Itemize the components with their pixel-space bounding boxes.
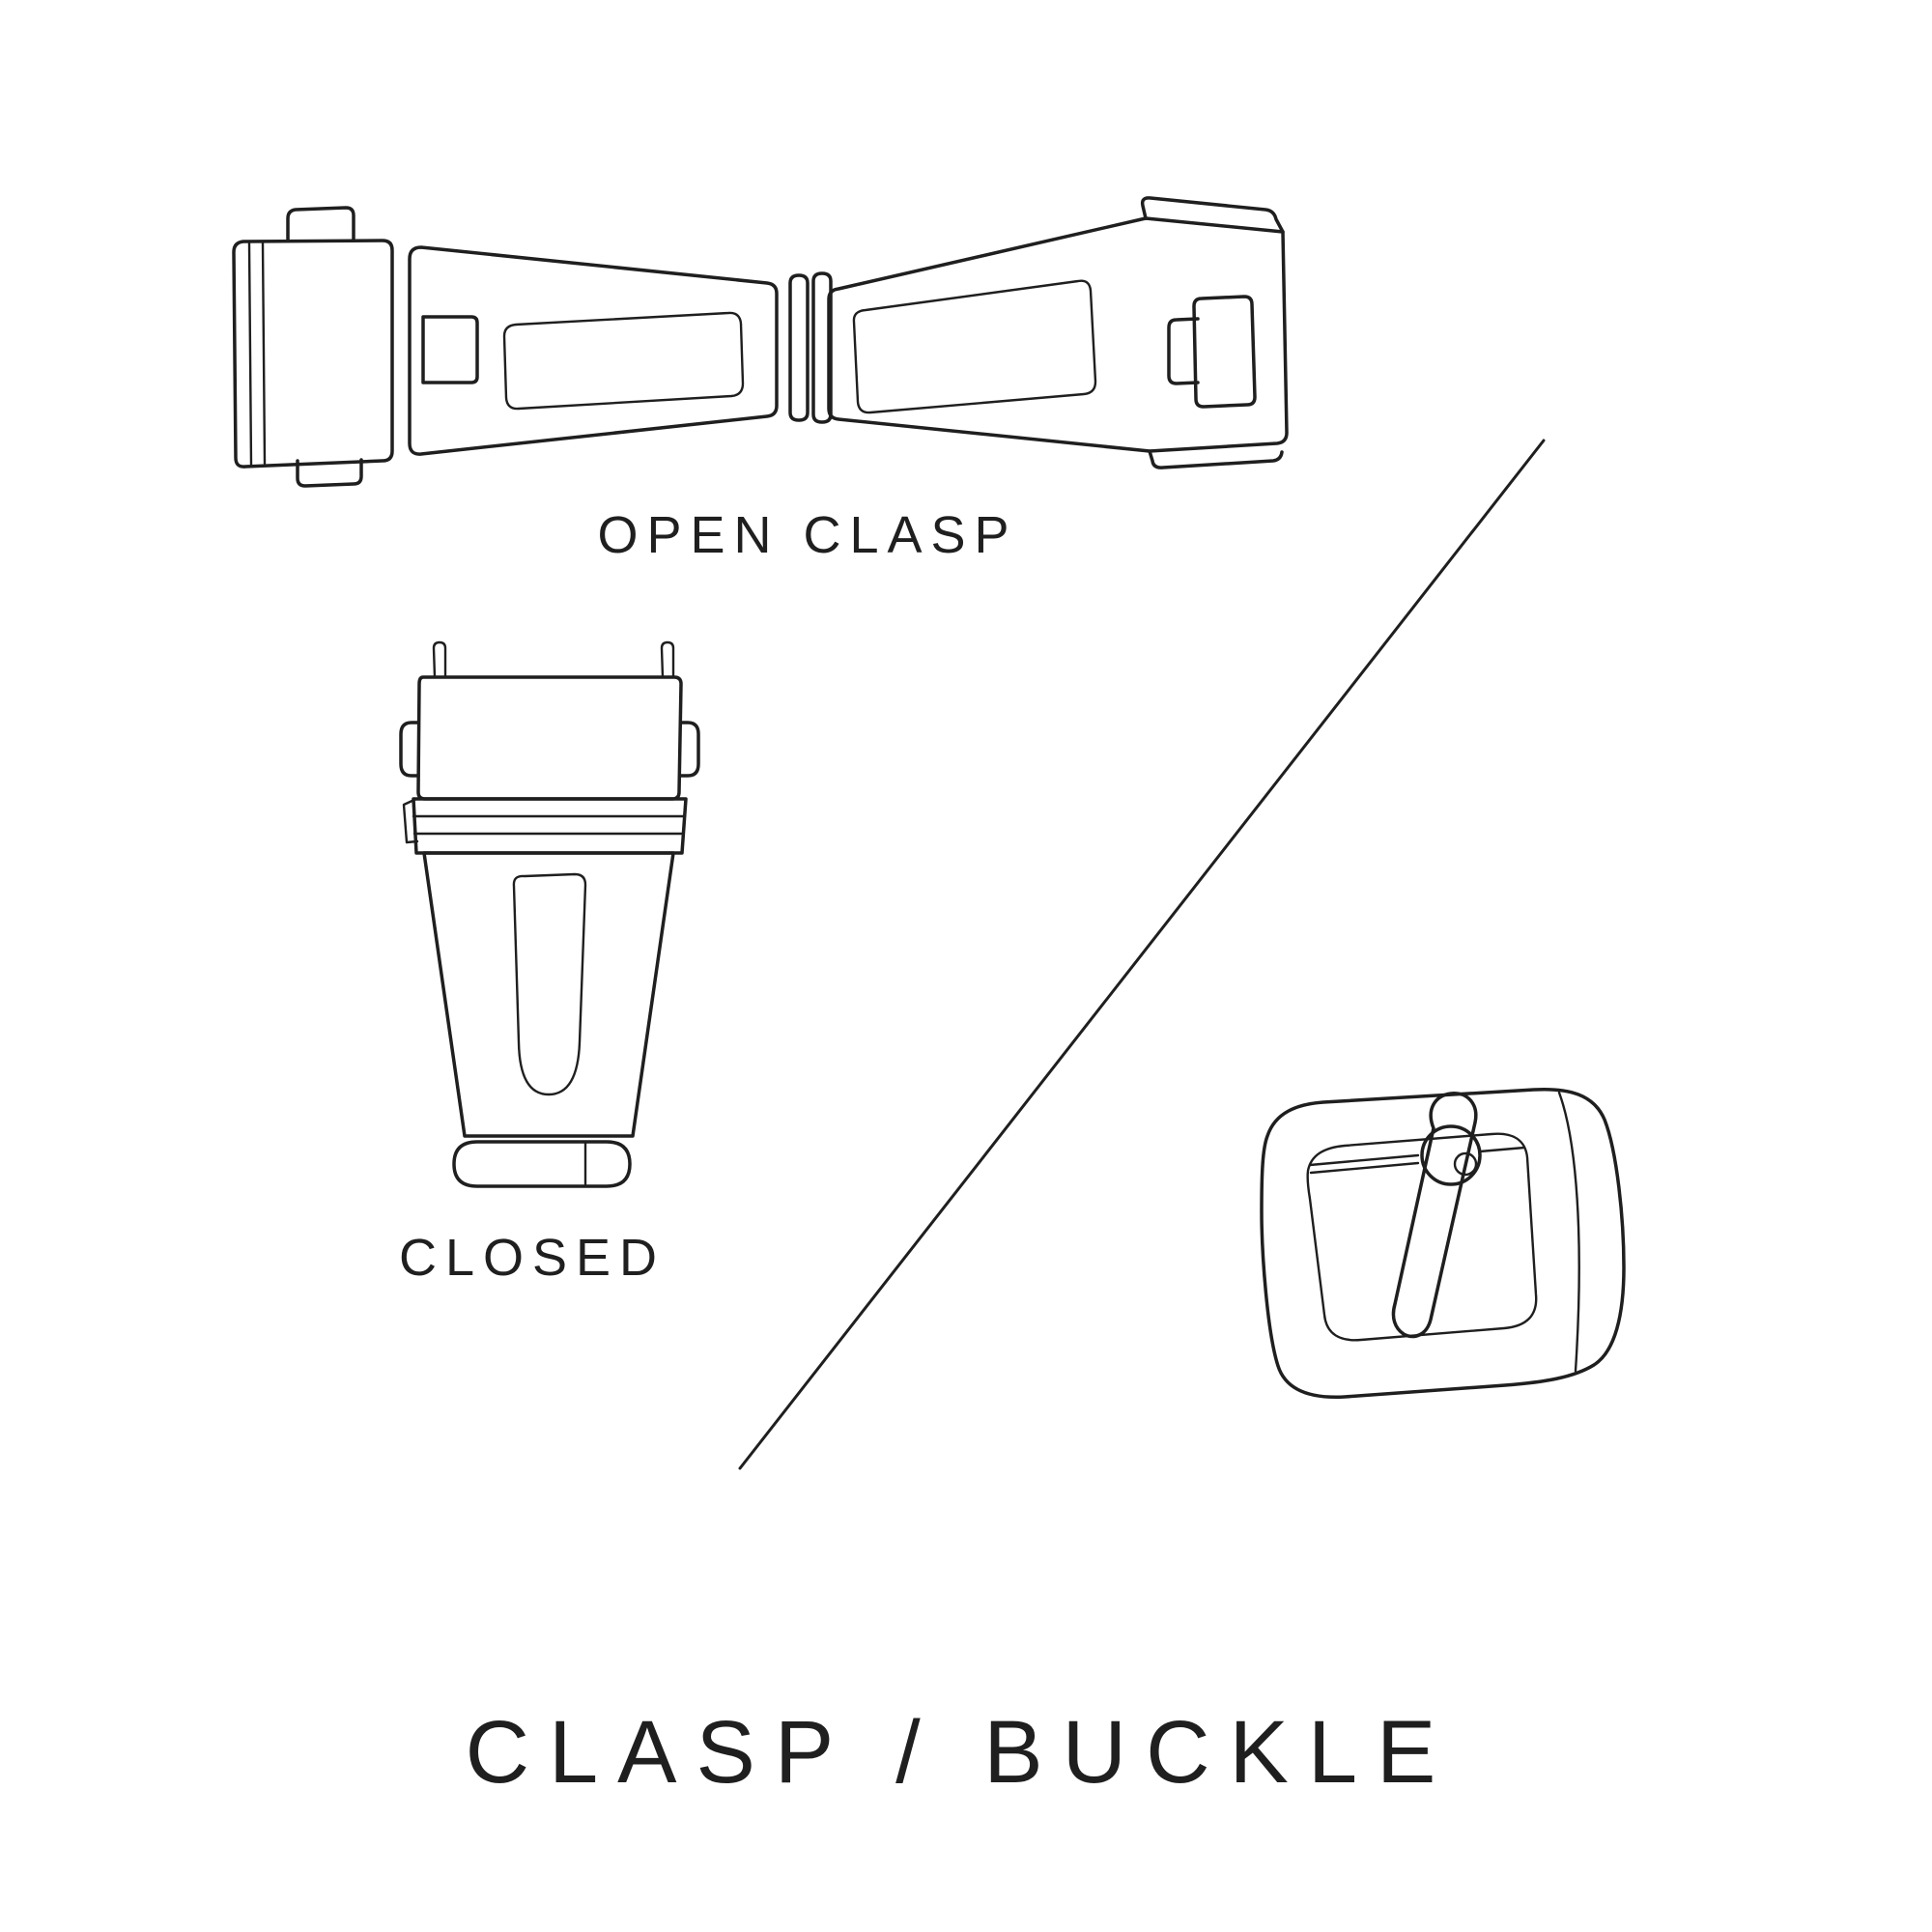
open-clasp-left-block [232,239,394,469]
open-clasp-hinge [788,273,810,422]
tang-buckle-illustration-icon [1260,1087,1626,1400]
page-title: CLASP / BUCKLE [466,1703,1456,1802]
closed-clasp-illustration-icon [399,640,700,1188]
open-clasp-label: OPEN CLASP [597,506,1017,564]
closed-label: CLOSED [399,1229,666,1287]
open-clasp-left-arm [408,245,779,456]
diagonal-divider-line [738,439,1546,1470]
buckle-prong-loop [1420,1124,1482,1186]
closed-clasp-body [422,851,675,1138]
buckle-prong [1391,1092,1478,1339]
open-clasp-illustration-icon [232,196,1289,488]
buckle-frame [1260,1087,1626,1400]
closed-clasp-cover [416,675,683,801]
open-clasp-right-arm [827,216,1289,453]
